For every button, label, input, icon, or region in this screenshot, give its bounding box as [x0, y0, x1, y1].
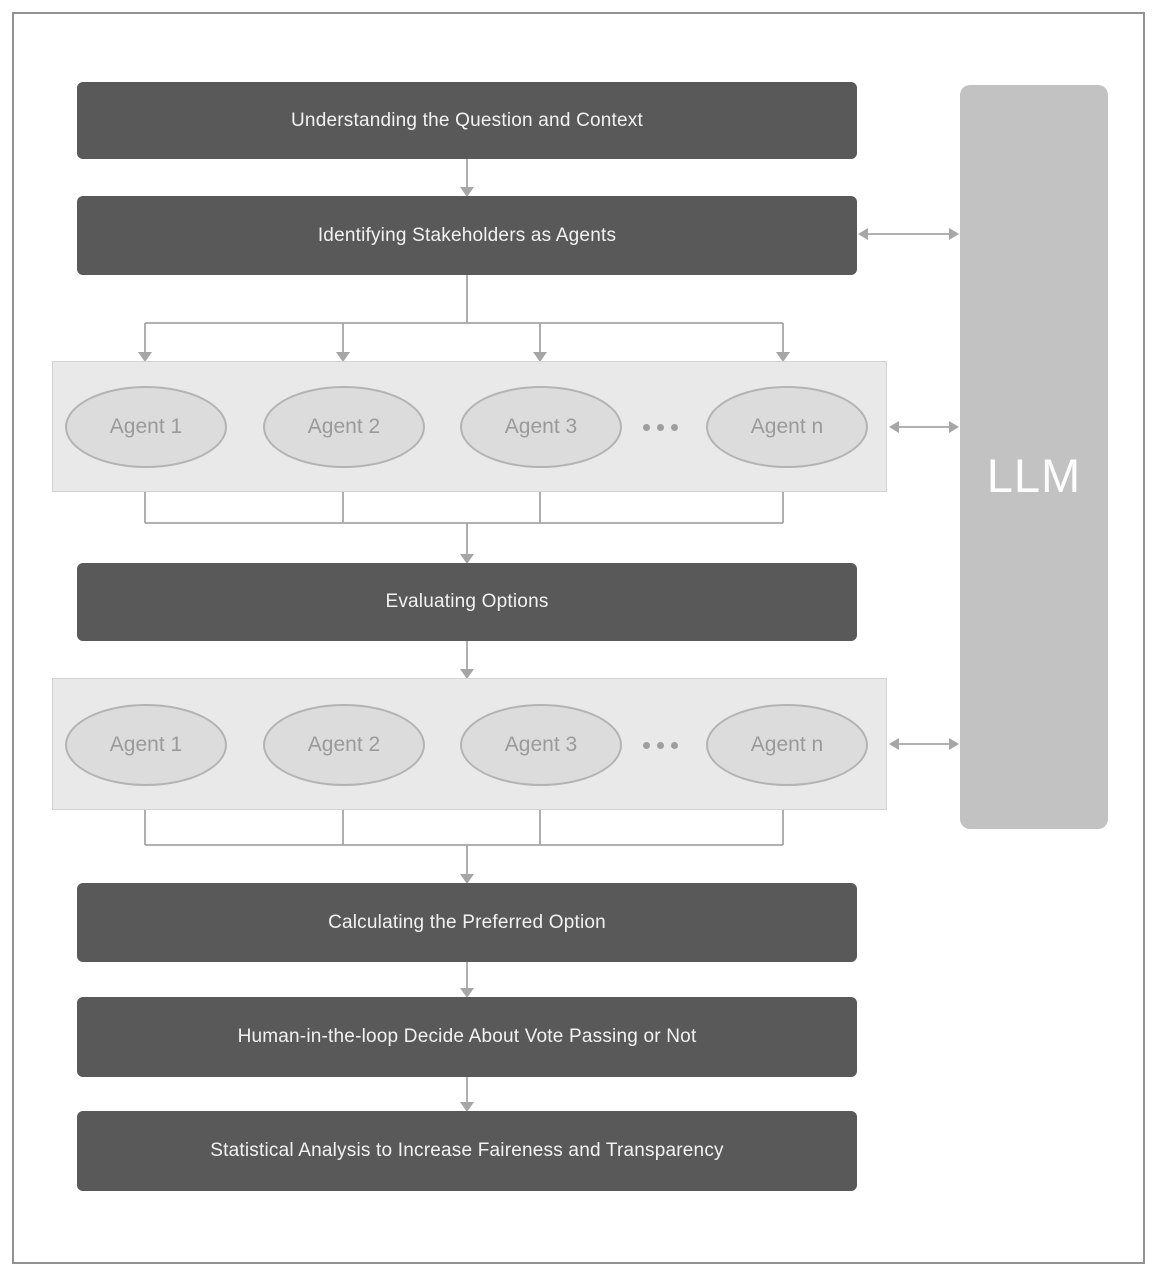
step-label: Evaluating Options	[385, 591, 549, 612]
step-label: Human-in-the-loop Decide About Vote Pass…	[237, 1026, 697, 1047]
step-calculating-preferred-option: Calculating the Preferred Option	[77, 883, 857, 962]
step-human-in-the-loop: Human-in-the-loop Decide About Vote Pass…	[77, 997, 857, 1077]
agent-3-ellipse: Agent 3	[460, 704, 622, 786]
ellipsis-icon	[643, 742, 678, 749]
agent-3-ellipse: Agent 3	[460, 386, 622, 468]
agent-1-ellipse: Agent 1	[65, 386, 227, 468]
llm-panel: LLM	[960, 85, 1108, 829]
agent-2-ellipse: Agent 2	[263, 704, 425, 786]
agent-label: Agent 3	[504, 733, 578, 756]
agent-2-ellipse: Agent 2	[263, 386, 425, 468]
step-evaluating-options: Evaluating Options	[77, 563, 857, 641]
step-label: Statistical Analysis to Increase Fairene…	[210, 1140, 724, 1161]
agent-1-ellipse: Agent 1	[65, 704, 227, 786]
step-statistical-analysis: Statistical Analysis to Increase Fairene…	[77, 1111, 857, 1191]
agent-group-2: Agent 1 Agent 2 Agent 3 Agent n	[52, 678, 887, 810]
agent-n-ellipse: Agent n	[706, 386, 868, 468]
step-label: Understanding the Question and Context	[291, 109, 643, 131]
agent-label: Agent 3	[504, 415, 578, 438]
agent-label: Agent 1	[109, 733, 183, 756]
step-label: Identifying Stakeholders as Agents	[317, 224, 617, 246]
agent-n-ellipse: Agent n	[706, 704, 868, 786]
agent-label: Agent 2	[307, 415, 381, 438]
ellipsis-icon	[643, 424, 678, 431]
step-label: Calculating the Preferred Option	[328, 911, 606, 933]
step-identifying-stakeholders: Identifying Stakeholders as Agents	[77, 196, 857, 275]
agent-label: Agent n	[750, 415, 824, 438]
step-understanding-question: Understanding the Question and Context	[77, 82, 857, 159]
page-border	[12, 12, 1145, 1264]
agent-label: Agent 1	[109, 415, 183, 438]
llm-label: LLM	[986, 448, 1082, 502]
agent-label: Agent 2	[307, 733, 381, 756]
agent-group-1: Agent 1 Agent 2 Agent 3 Agent n	[52, 361, 887, 492]
agent-label: Agent n	[750, 733, 824, 756]
